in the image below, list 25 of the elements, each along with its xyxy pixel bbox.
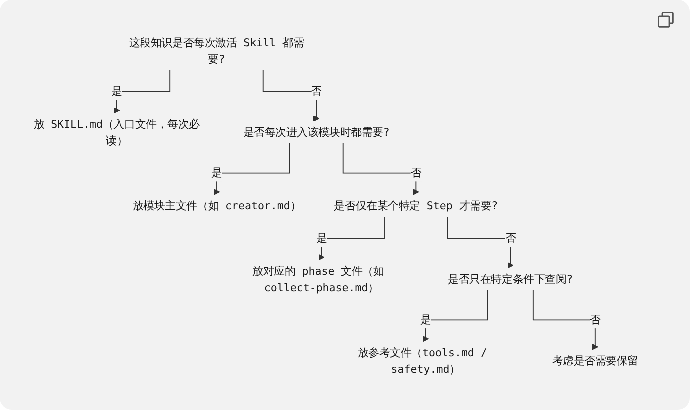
edge-label: 是	[212, 166, 222, 180]
node-text: 是否每次进入该模块时都需要?	[243, 126, 390, 139]
arrow	[214, 143, 290, 196]
node-text: 放模块主文件（如 creator.md）	[132, 199, 302, 212]
edge-label: 是	[111, 85, 122, 98]
node-text: 放对应的 phase 文件（如 collect-phase.md）	[252, 264, 384, 294]
arrow	[342, 143, 420, 196]
arrow	[114, 70, 171, 114]
node-text: 放参考文件（tools.md / safety.md）	[358, 346, 488, 376]
arrow	[318, 216, 385, 261]
node-text: 考虑是否需要保留	[552, 354, 639, 368]
arrow	[532, 290, 599, 350]
node-text: 是否仅在某个特定 Step 才需要?	[334, 199, 498, 212]
node-text: 放 SKILL.md（入口文件，每次必读）	[34, 118, 200, 147]
arrow	[262, 70, 320, 122]
edge-label: 否	[505, 232, 516, 245]
edge-label: 是	[316, 232, 328, 245]
arrow	[422, 290, 488, 342]
edge-label: 否	[410, 166, 422, 180]
node-text: 是否只在特定条件下查阅?	[448, 272, 574, 286]
edge-label: 是	[420, 314, 432, 326]
edge-label: 否	[311, 85, 322, 98]
node-text: 这段知识是否每次激活 Skill 都需要?	[129, 36, 304, 66]
edge-label: 否	[590, 314, 601, 326]
arrow	[447, 216, 514, 269]
